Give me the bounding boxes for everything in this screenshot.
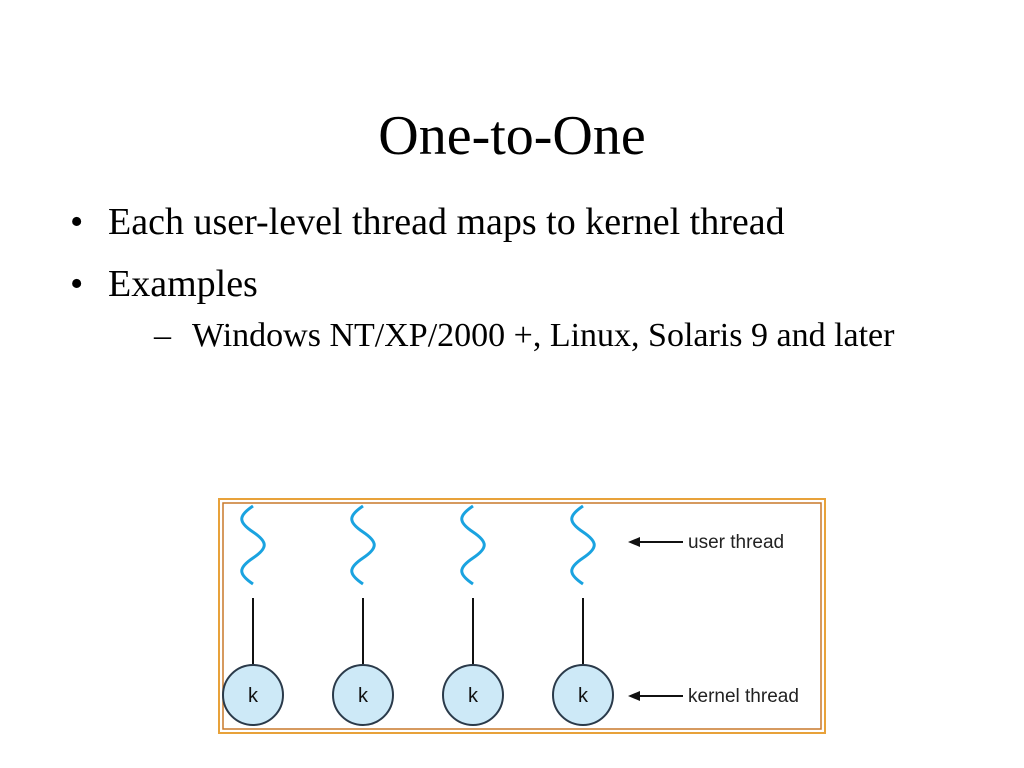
kernel-thread-node-3 <box>442 664 504 726</box>
diagram-frame-outer <box>218 498 826 734</box>
kernel-thread-arrow-head <box>628 691 640 701</box>
bullet-marker: • <box>70 201 84 243</box>
one-to-one-diagram: k k k k user thread kernel thread <box>218 498 826 734</box>
user-thread-wave-4 <box>570 504 596 586</box>
bullet-text: Examples <box>108 263 258 305</box>
slide-title: One-to-One <box>378 105 646 167</box>
kernel-thread-node-1 <box>222 664 284 726</box>
kernel-node-label-3: k <box>468 685 479 707</box>
sub-bullet-text: Windows NT/XP/2000 +, Linux, Solaris 9 a… <box>192 317 895 354</box>
kernel-thread-node-2 <box>332 664 394 726</box>
sub-bullet-marker: – <box>154 317 171 354</box>
bullet-list: • Each user-level thread maps to kernel … <box>70 196 930 358</box>
kernel-node-label-1: k <box>248 685 259 707</box>
diagram-frame-inner <box>222 502 822 730</box>
user-thread-wave-2 <box>350 504 376 586</box>
user-thread-label: user thread <box>688 532 784 553</box>
kernel-node-label-4: k <box>578 685 589 707</box>
sub-bullet-item: – Windows NT/XP/2000 +, Linux, Solaris 9… <box>154 314 972 358</box>
user-thread-wave-3 <box>460 504 486 586</box>
bullet-item: • Examples – Windows NT/XP/2000 +, Linux… <box>70 258 894 358</box>
user-thread-wave-1 <box>240 504 266 586</box>
bullet-item: • Each user-level thread maps to kernel … <box>70 196 828 248</box>
kernel-thread-node-4 <box>552 664 614 726</box>
diagram-svg: k k k k user thread kernel thread <box>218 498 826 734</box>
bullet-text: Each user-level thread maps to kernel th… <box>108 201 785 243</box>
user-thread-arrow-head <box>628 537 640 547</box>
kernel-node-label-2: k <box>358 685 369 707</box>
bullet-marker: • <box>70 263 84 305</box>
kernel-thread-label: kernel thread <box>688 686 799 707</box>
